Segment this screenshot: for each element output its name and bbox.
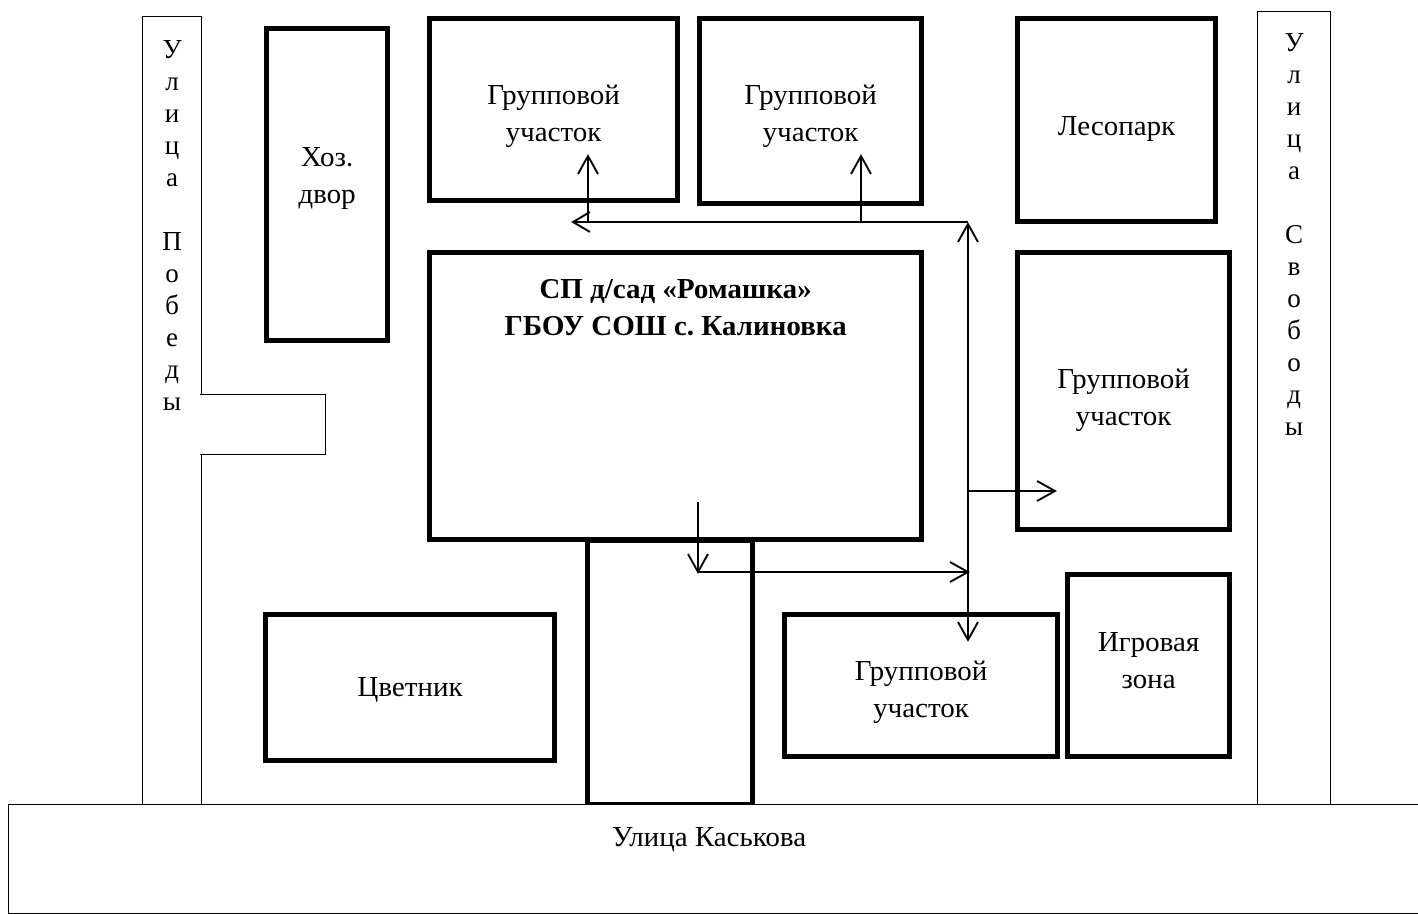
group-plot-1-label: Групповой участок (487, 79, 620, 148)
arrowhead-right-vertical-down (957, 621, 979, 643)
street-svobody-letter: ы (1284, 411, 1304, 441)
street-pobedy-letter: У (162, 34, 182, 64)
street-svobody-letter: и (1286, 91, 1302, 121)
building-annex (585, 538, 755, 807)
arrowhead-group-plot-2 (850, 153, 872, 175)
street-svobody-letter: б (1287, 315, 1301, 345)
street-svobody-letter: а (1288, 155, 1300, 185)
forest-park: Лесопарк (1015, 16, 1218, 224)
household-yard: Хоз. двор (264, 26, 390, 343)
street-pobedy-letter: е (166, 322, 178, 352)
group-plot-2-label: Групповой участок (744, 79, 877, 148)
play-zone-label: Игровая зона (1097, 625, 1200, 695)
main-building-title: СП д/сад «Ромашка» ГБОУ СОШ с. Калиновка (504, 273, 847, 342)
group-plot-3-label: Групповой участок (1057, 363, 1190, 432)
arrowhead-right-vertical-up (957, 221, 979, 243)
street-kaskova-label: Улица Каськова (611, 821, 807, 853)
arrowhead-group-plot-3 (1036, 480, 1058, 502)
entrance-block (200, 394, 326, 455)
street-svobody-letter: л (1287, 59, 1301, 89)
street-svobody-letter: ц (1286, 123, 1302, 153)
street-pobedy-letter: л (165, 66, 179, 96)
street-svobody-letter: д (1287, 379, 1301, 409)
street-pobedy-letter: д (165, 354, 179, 384)
street-svobody-letter: С (1284, 219, 1303, 249)
group-plot-2: Групповой участок (697, 16, 924, 206)
group-plot-1: Групповой участок (427, 16, 680, 203)
street-pobedy-letter: а (166, 162, 178, 192)
street-pobedy-letter: и (164, 98, 180, 128)
street-pobedy-letter: о (165, 258, 179, 288)
street-pobedy-letter: ы (162, 386, 182, 416)
forest-park-label: Лесопарк (1057, 110, 1176, 142)
group-plot-3: Групповой участок (1015, 250, 1232, 532)
street-kaskova: Улица Каськова (8, 804, 1418, 914)
street-svobody-letter: о (1287, 283, 1301, 313)
street-svobody-letter: У (1284, 27, 1304, 57)
arrowhead-group-plot-1 (577, 153, 599, 175)
flower-bed: Цветник (263, 612, 557, 763)
flower-bed-label: Цветник (357, 671, 463, 703)
arrowhead-bottom-horizontal (949, 561, 971, 583)
street-svobody-letter: в (1287, 251, 1301, 281)
group-plot-4: Групповой участок (782, 612, 1060, 759)
main-building: СП д/сад «Ромашка» ГБОУ СОШ с. Калиновка (427, 250, 924, 542)
group-plot-4-label: Групповой участок (854, 654, 988, 724)
street-pobedy-letter: П (162, 226, 182, 256)
street-pobedy-letter: б (165, 290, 179, 320)
street-svobody-letter: о (1287, 347, 1301, 377)
street-pobedy-letter: ц (164, 130, 180, 160)
household-yard-label: Хоз. двор (298, 140, 356, 210)
arrowhead-top-left (571, 211, 591, 233)
play-zone: Игровая зона (1065, 572, 1232, 759)
